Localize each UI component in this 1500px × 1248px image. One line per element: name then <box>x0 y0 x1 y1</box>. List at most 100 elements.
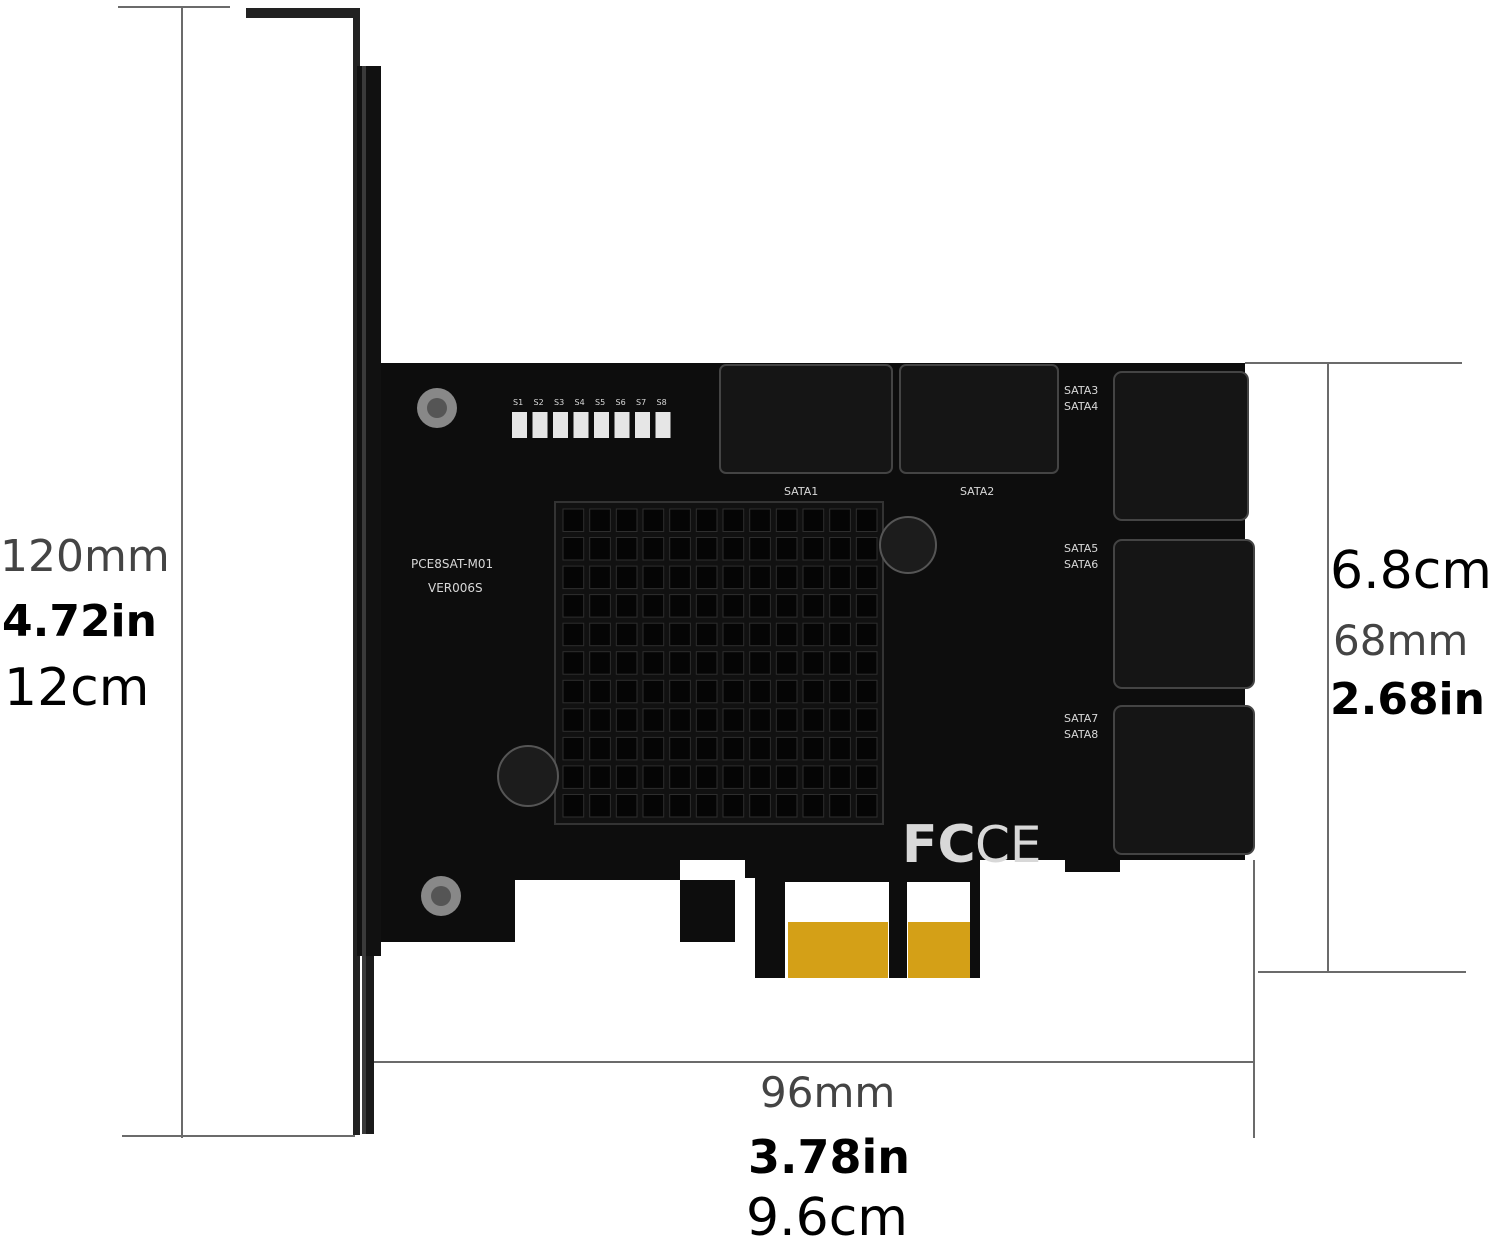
mounting-screws <box>417 388 461 916</box>
heatsink-fin <box>669 622 691 647</box>
heatsink-fin <box>669 679 691 704</box>
heatsink-fin <box>642 765 665 789</box>
heatsink-fin <box>562 736 585 761</box>
heatsink-fin <box>695 651 718 675</box>
heatsink-fin <box>775 537 798 561</box>
status-led <box>573 412 589 438</box>
heatsink-fin <box>855 708 878 732</box>
heatsink-fin <box>695 622 718 647</box>
heatsink-fin <box>829 622 851 647</box>
heatsink-fin <box>722 765 745 789</box>
heatsink-fin <box>589 622 611 647</box>
sata-port-7-8 <box>1113 705 1255 855</box>
heatsink-fin <box>749 736 771 761</box>
heatsink-fin <box>589 679 611 704</box>
heatsink-fin <box>695 765 718 789</box>
height-inch-label: 4.72in <box>2 596 157 647</box>
heatsink-fin <box>695 594 718 618</box>
heatsink-fin <box>642 708 665 732</box>
heatsink-fin <box>802 736 825 761</box>
heatsink-fin <box>562 794 585 818</box>
heatsink-fin <box>855 651 878 675</box>
heatsink-fin <box>615 508 638 532</box>
led-label: S6 <box>616 398 626 407</box>
heatsink-fin <box>562 765 585 789</box>
heatsink-fin <box>615 708 638 732</box>
heatsink-fin <box>775 651 798 675</box>
board-model-label: PCE8SAT-M01 <box>411 557 493 571</box>
sata2-label: SATA2 <box>960 485 994 498</box>
heatsink-fin <box>855 736 878 761</box>
pcie-gold-fingers <box>755 872 980 978</box>
heatsink-fin <box>802 651 825 675</box>
heatsink-fin <box>669 594 691 618</box>
heatsink-fin <box>802 765 825 789</box>
heatsink-fin <box>829 537 851 561</box>
heatsink-fin <box>749 794 771 818</box>
heatsink-fin <box>722 679 745 704</box>
heatsink-fin <box>829 594 851 618</box>
heatsink-fin <box>669 794 691 818</box>
heatsink-fin <box>562 565 585 590</box>
heatsink-fin <box>775 736 798 761</box>
capacitor <box>879 516 937 574</box>
heatsink-fin <box>802 794 825 818</box>
heatsink-fin <box>695 679 718 704</box>
heatsink-fin <box>615 537 638 561</box>
heatsink-fin <box>562 594 585 618</box>
heatsink-fin <box>669 537 691 561</box>
heatsink-fin <box>749 508 771 532</box>
heatsink-fin <box>589 736 611 761</box>
height-mm-label: 120mm <box>0 531 170 582</box>
heatsink-fin <box>642 736 665 761</box>
heatsink-fin <box>669 651 691 675</box>
heatsink-fin <box>855 622 878 647</box>
heatsink-fin <box>722 736 745 761</box>
heatsink-fin <box>855 765 878 789</box>
heatsink-fin <box>855 565 878 590</box>
heatsink-fin <box>829 708 851 732</box>
heatsink-fin <box>855 679 878 704</box>
height-cm-label: 12cm <box>4 658 150 718</box>
heatsink-fin <box>562 622 585 647</box>
heatsink-fin <box>669 708 691 732</box>
status-led <box>655 412 671 438</box>
heatsink-fin <box>589 708 611 732</box>
heatsink-fin <box>615 736 638 761</box>
heatsink-fin <box>749 679 771 704</box>
heatsink-fin <box>829 508 851 532</box>
heatsink-fin <box>615 651 638 675</box>
heatsink-fin <box>802 679 825 704</box>
heatsink-fin <box>722 622 745 647</box>
sata-port-1 <box>719 364 893 474</box>
heatsink-fin <box>775 622 798 647</box>
heatsink-fin <box>722 537 745 561</box>
dimension-lines <box>118 6 1466 1138</box>
heatsink-fin <box>695 736 718 761</box>
heatsink-fin <box>855 794 878 818</box>
heatsink-fin <box>829 765 851 789</box>
board-version-label: VER006S <box>428 581 483 595</box>
led-label: S3 <box>554 398 564 407</box>
heatsink-fin <box>562 708 585 732</box>
heatsink-fin <box>775 679 798 704</box>
heatsink-fin <box>802 708 825 732</box>
width-inch-label: 3.78in <box>748 1130 911 1184</box>
heatsink-fin <box>829 565 851 590</box>
metal-bracket <box>246 8 381 1135</box>
sata-port-5-6 <box>1113 539 1255 689</box>
heatsink-fin <box>669 765 691 789</box>
heatsink-fin <box>722 794 745 818</box>
heatsink-fin <box>562 537 585 561</box>
card-height-inch-label: 2.68in <box>1330 674 1485 725</box>
heatsink-fin <box>615 794 638 818</box>
heatsink-fin <box>695 508 718 532</box>
led-label: S2 <box>534 398 544 407</box>
heatsink-fin <box>695 708 718 732</box>
heatsink-fin <box>749 765 771 789</box>
heatsink-fin <box>722 708 745 732</box>
heatsink-fin <box>642 508 665 532</box>
heatsink-fin <box>589 794 611 818</box>
